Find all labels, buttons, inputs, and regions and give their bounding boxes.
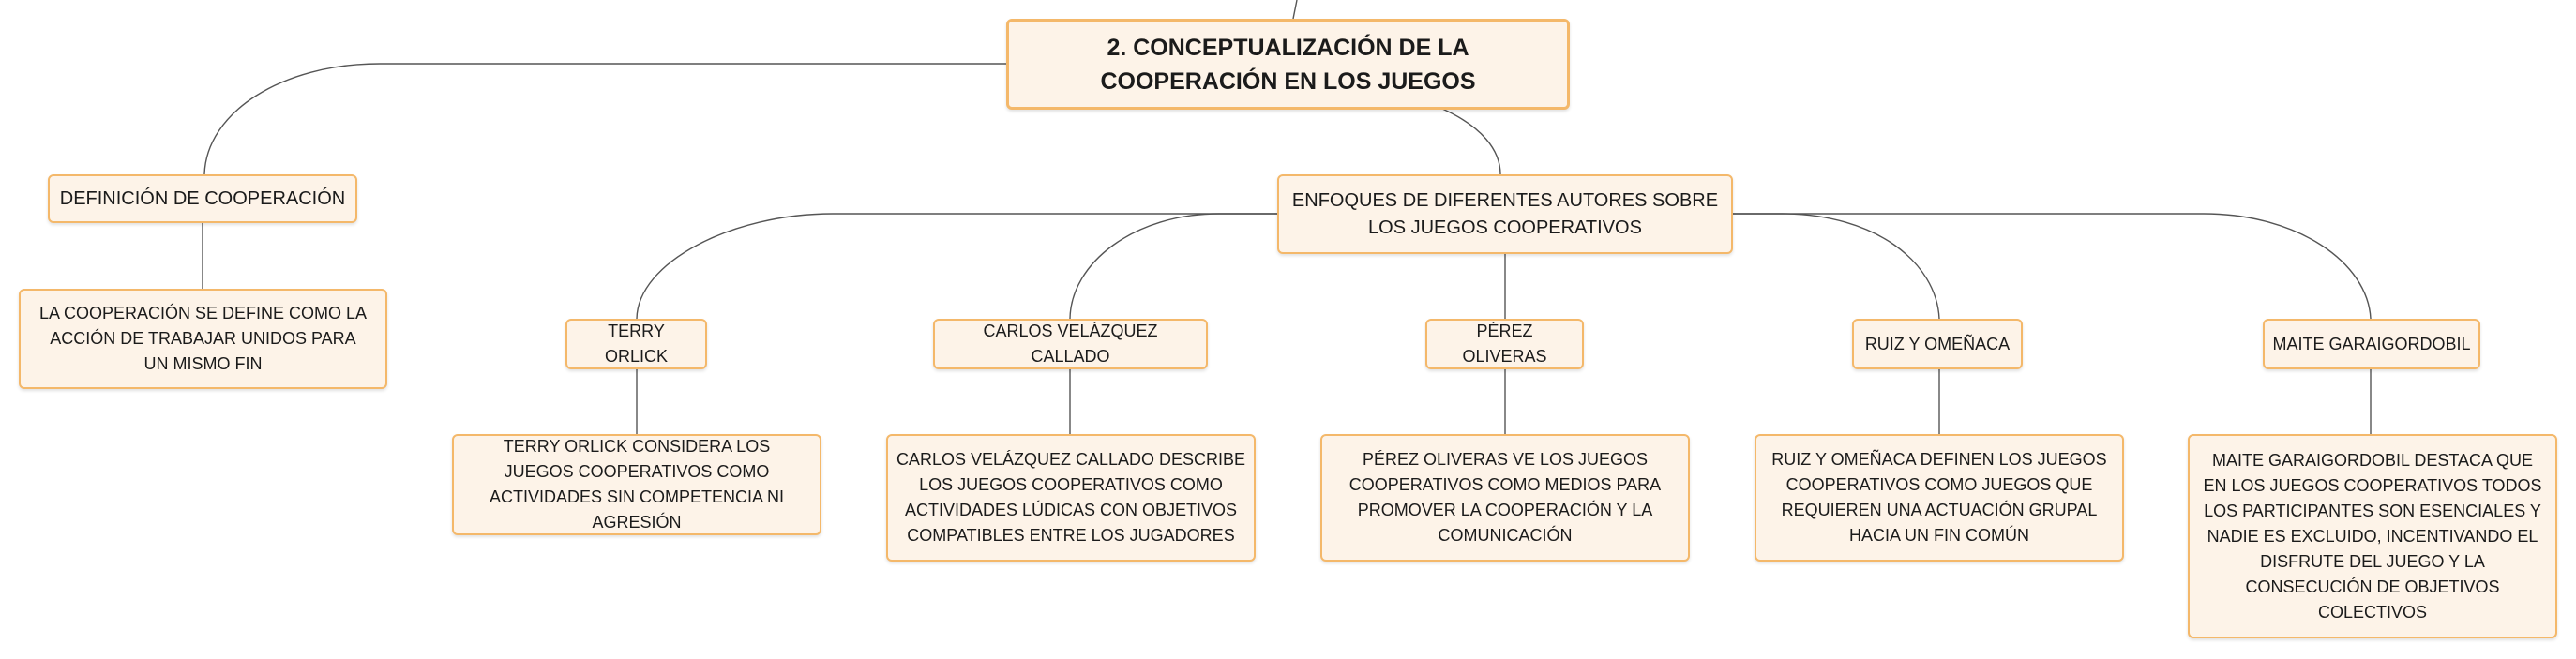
connector-approaches-maite bbox=[1732, 213, 2372, 320]
detail-maite-garaigordobil[interactable]: MAITE GARAIGORDOBIL DESTACA QUE EN LOS J… bbox=[2188, 434, 2557, 638]
detail-perez-oliveras[interactable]: PÉREZ OLIVERAS VE LOS JUEGOS COOPERATIVO… bbox=[1320, 434, 1690, 562]
definition-detail[interactable]: LA COOPERACIÓN SE DEFINE COMO LA ACCIÓN … bbox=[19, 289, 387, 389]
detail-perez-oliveras-text: PÉREZ OLIVERAS VE LOS JUEGOS COOPERATIVO… bbox=[1348, 450, 1662, 545]
author-perez-oliveras[interactable]: PÉREZ OLIVERAS bbox=[1425, 319, 1584, 369]
definition-topic-label: DEFINICIÓN DE COOPERACIÓN bbox=[59, 187, 346, 209]
connector-approaches-terry bbox=[636, 213, 1278, 320]
detail-carlos-velazquez-callado[interactable]: CARLOS VELÁZQUEZ CALLADO DESCRIBE LOS JU… bbox=[886, 434, 1256, 562]
connector-root-definition bbox=[203, 63, 1008, 175]
detail-maite-garaigordobil-text: MAITE GARAIGORDOBIL DESTACA QUE EN LOS J… bbox=[2203, 450, 2542, 622]
author-terry-orlick-label: TERRY ORLICK bbox=[604, 322, 669, 366]
detail-ruiz-y-omenaca[interactable]: RUIZ Y OMEÑACA DEFINEN LOS JUEGOS COOPER… bbox=[1755, 434, 2124, 562]
detail-terry-orlick-text: TERRY ORLICK CONSIDERA LOS JUEGOS COOPER… bbox=[489, 437, 785, 532]
detail-terry-orlick[interactable]: TERRY ORLICK CONSIDERA LOS JUEGOS COOPER… bbox=[452, 434, 821, 535]
connector-approaches-ruiz bbox=[1732, 213, 1940, 320]
connector-approaches-carlos bbox=[1069, 213, 1278, 320]
root-topic[interactable]: 2. CONCEPTUALIZACIÓN DE LA COOPERACIÓN E… bbox=[1006, 19, 1570, 110]
connector-parent-root bbox=[1292, 0, 1298, 20]
root-topic-label: 2. CONCEPTUALIZACIÓN DE LA COOPERACIÓN E… bbox=[1100, 34, 1476, 95]
author-carlos-velazquez-callado-label: CARLOS VELÁZQUEZ CALLADO bbox=[983, 322, 1158, 366]
author-ruiz-y-omenaca[interactable]: RUIZ Y OMEÑACA bbox=[1852, 319, 2023, 369]
author-carlos-velazquez-callado[interactable]: CARLOS VELÁZQUEZ CALLADO bbox=[933, 319, 1208, 369]
author-maite-garaigordobil-label: MAITE GARAIGORDOBIL bbox=[2272, 334, 2471, 353]
detail-ruiz-y-omenaca-text: RUIZ Y OMEÑACA DEFINEN LOS JUEGOS COOPER… bbox=[1771, 450, 2107, 545]
author-ruiz-y-omenaca-label: RUIZ Y OMEÑACA bbox=[1864, 334, 2011, 353]
detail-carlos-velazquez-callado-text: CARLOS VELÁZQUEZ CALLADO DESCRIBE LOS JU… bbox=[896, 450, 1246, 545]
author-terry-orlick[interactable]: TERRY ORLICK bbox=[565, 319, 707, 369]
definition-detail-text: LA COOPERACIÓN SE DEFINE COMO LA ACCIÓN … bbox=[38, 304, 368, 373]
author-perez-oliveras-label: PÉREZ OLIVERAS bbox=[1462, 322, 1547, 366]
definition-topic[interactable]: DEFINICIÓN DE COOPERACIÓN bbox=[48, 174, 357, 223]
connector-root-approaches bbox=[1441, 108, 1501, 175]
author-maite-garaigordobil[interactable]: MAITE GARAIGORDOBIL bbox=[2263, 319, 2480, 369]
approaches-topic[interactable]: ENFOQUES DE DIFERENTES AUTORES SOBRE LOS… bbox=[1277, 174, 1733, 254]
approaches-topic-label: ENFOQUES DE DIFERENTES AUTORES SOBRE LOS… bbox=[1291, 189, 1719, 238]
